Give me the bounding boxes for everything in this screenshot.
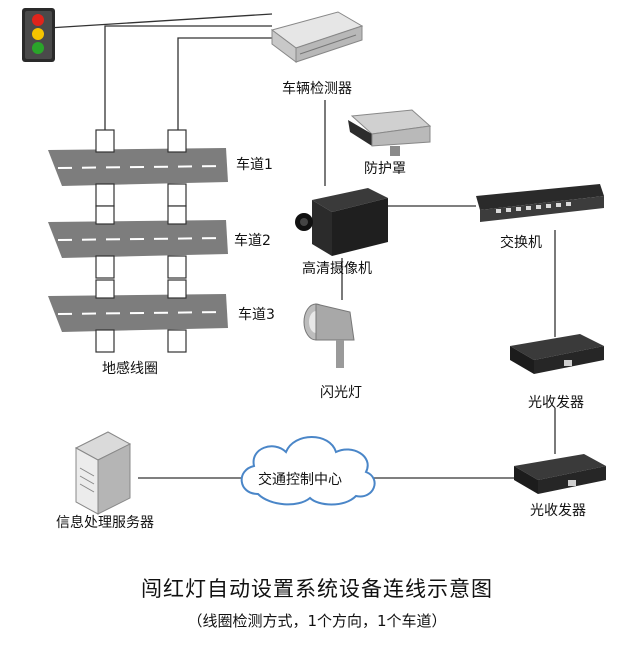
switch-label: 交换机 (500, 235, 542, 251)
optical-transceiver-2-label: 光收发器 (530, 503, 586, 519)
protective-cover-icon (348, 109, 432, 156)
info-server-label: 信息处理服务器 (56, 515, 154, 531)
line-loops-to-detector-1 (104, 25, 272, 130)
lane-2-label: 车道2 (234, 233, 271, 249)
optical-transceiver-1-label: 光收发器 (528, 395, 584, 411)
traffic-control-center-cloud (240, 436, 376, 506)
protective-cover-label: 防护罩 (364, 161, 406, 177)
flash-light-label: 闪光灯 (320, 385, 362, 401)
optical-transceiver-2-icon (514, 454, 606, 494)
ground-loop-coils (95, 129, 187, 353)
ground-loop-label: 地感线圈 (102, 361, 158, 377)
network-switch-icon (476, 184, 604, 222)
server-icon (74, 431, 132, 515)
optical-transceiver-1-icon (510, 334, 604, 374)
line-loops-to-detector-2 (177, 37, 272, 130)
vehicle-detector-icon (270, 11, 364, 63)
lane-1-label: 车道1 (236, 157, 273, 173)
flash-light-icon (303, 303, 355, 368)
traffic-light-icon (22, 8, 55, 62)
lane-3-road (48, 294, 228, 332)
line-light-to-detector (47, 13, 273, 29)
diagram-title: 闯红灯自动设置系统设备连线示意图 (141, 577, 493, 601)
lane-1-road (48, 148, 228, 186)
vehicle-detector-label: 车辆检测器 (282, 81, 352, 97)
hd-camera-label: 高清摄像机 (302, 261, 372, 277)
traffic-control-center-label: 交通控制中心 (258, 472, 342, 488)
diagram-subtitle: （线圈检测方式，1个方向，1个车道） (187, 612, 447, 630)
lane-3-label: 车道3 (238, 307, 275, 323)
hd-camera-icon (295, 188, 388, 256)
lane-2-road (48, 220, 228, 258)
connection-lines (47, 13, 556, 479)
